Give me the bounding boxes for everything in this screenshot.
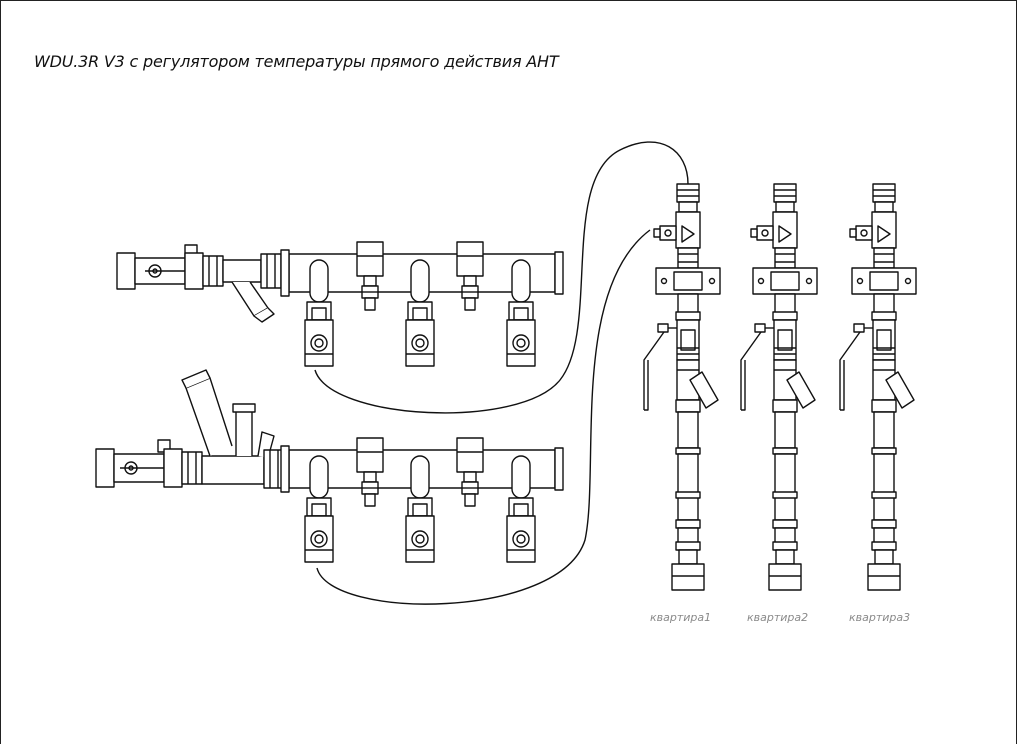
riser-3 [839,183,917,591]
riser-label-1: квартира1 [650,611,711,624]
upper-manifold [116,242,563,366]
riser-label-3: квартира3 [849,611,910,624]
drawing-title: WDU.3R V3 с регулятором температуры прям… [34,52,559,71]
riser-2 [740,183,818,591]
hose-upper [314,141,689,414]
riser-label-2: квартира2 [747,611,808,624]
hose-lower [316,229,651,605]
riser-1 [643,183,721,591]
lower-manifold [95,369,563,562]
